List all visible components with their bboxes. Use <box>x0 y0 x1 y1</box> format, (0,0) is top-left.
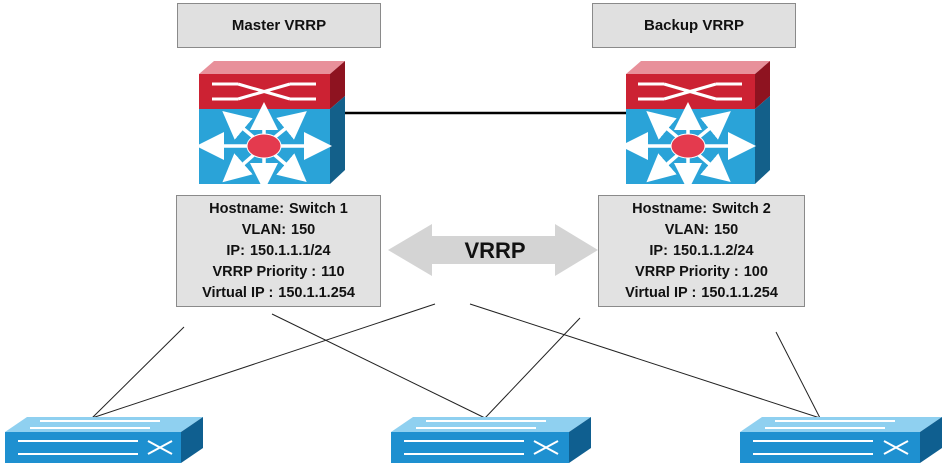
ip-value: 150.1.1.1/24 <box>249 242 331 259</box>
backup-router-icon <box>620 61 770 191</box>
access-switch-1-icon <box>5 417 203 463</box>
priority-value: 110 <box>321 263 345 280</box>
vip-label: Virtual IP : <box>202 284 274 301</box>
vrrp-double-arrow <box>388 224 598 276</box>
hostname-value: Switch 1 <box>289 200 348 217</box>
backup-title: Backup VRRP <box>592 3 796 48</box>
backup-info-box: Hostname:Switch 2 VLAN:150 IP:150.1.1.2/… <box>598 195 805 307</box>
master-info-box: Hostname:Switch 1 VLAN:150 IP:150.1.1.1/… <box>176 195 381 307</box>
vlan-value: 150 <box>291 221 316 238</box>
master-router-icon <box>196 61 345 191</box>
vip-value: 150.1.1.254 <box>278 284 355 301</box>
uplink-lines <box>91 303 821 419</box>
vip-label: Virtual IP : <box>625 284 697 301</box>
vip-value: 150.1.1.254 <box>701 284 778 301</box>
vlan-label: VLAN: <box>664 221 710 238</box>
master-title: Master VRRP <box>177 3 381 48</box>
ip-label: IP: <box>649 242 668 259</box>
hostname-label: Hostname: <box>209 200 285 217</box>
vlan-label: VLAN: <box>241 221 287 238</box>
ip-label: IP: <box>226 242 245 259</box>
access-switch-3-icon <box>740 417 942 463</box>
vlan-value: 150 <box>714 221 739 238</box>
access-switch-2-icon <box>391 417 591 463</box>
ip-value: 150.1.1.2/24 <box>672 242 754 259</box>
priority-value: 100 <box>743 263 768 280</box>
hostname-value: Switch 2 <box>712 200 771 217</box>
hostname-label: Hostname: <box>632 200 708 217</box>
priority-label: VRRP Priority : <box>212 263 317 280</box>
vrrp-label: VRRP <box>464 238 525 263</box>
priority-label: VRRP Priority : <box>635 263 739 280</box>
